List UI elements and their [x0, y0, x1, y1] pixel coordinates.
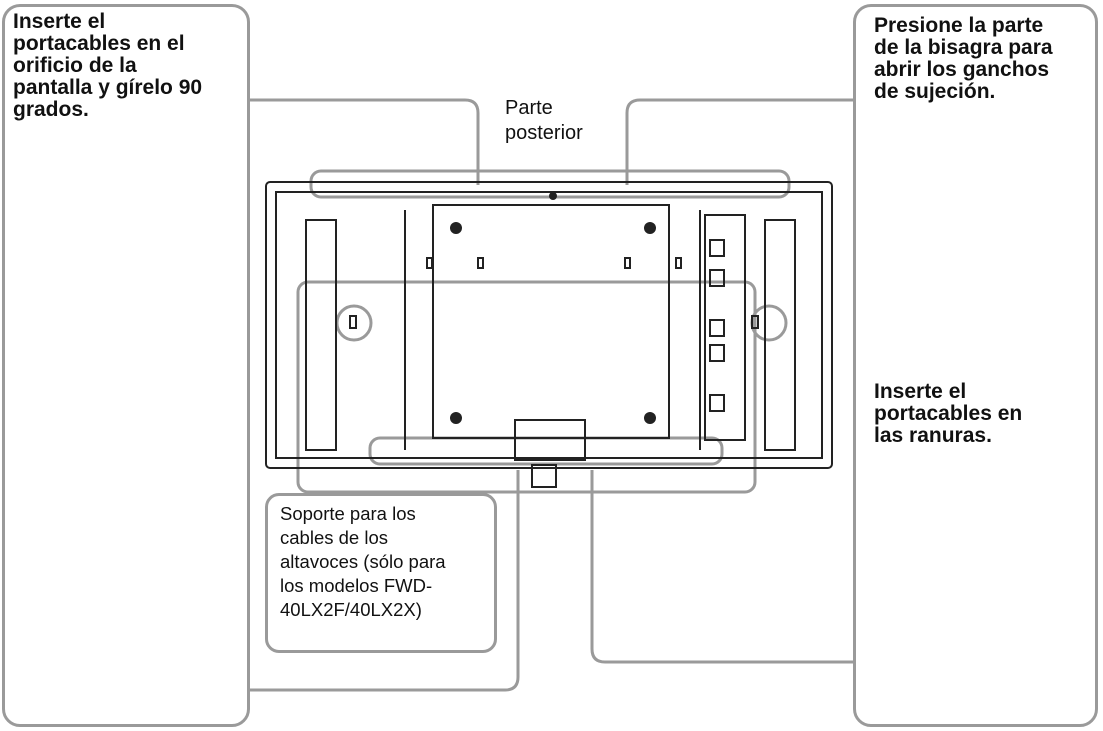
- right-step1-instruction: Presione la parte de la bisagra para abr…: [874, 14, 1053, 103]
- connector-right-bottom: [590, 470, 855, 664]
- tv-left-bracket: [305, 219, 337, 451]
- tv-screws: [450, 192, 656, 424]
- connector-left-top: [248, 98, 480, 185]
- tv-frame: [265, 181, 833, 469]
- tv-cable-stub: [531, 464, 557, 488]
- tv-rear-view: [265, 181, 833, 469]
- connector-right-top: [625, 98, 855, 185]
- right-step2-instruction: Inserte el portacables en las ranuras.: [874, 380, 1023, 447]
- mounting-area-highlight: [296, 280, 757, 494]
- top-rail-highlight: [309, 169, 791, 199]
- tv-center-plate: [432, 204, 670, 439]
- rear-view-label: Parte posterior: [505, 97, 583, 144]
- left-callout-panel: Inserte el portacables en el orificio de…: [2, 4, 250, 727]
- tv-right-bracket: [764, 219, 796, 451]
- left-step-instruction: Inserte el portacables en el orificio de…: [13, 10, 203, 121]
- tv-slots: [349, 239, 759, 488]
- tv-bottom-connector: [514, 419, 586, 461]
- connector-left-bottom: [248, 470, 520, 692]
- holder-label-box: Soporte para los cables de los altavoces…: [265, 493, 497, 653]
- holder-label-text: Soporte para los cables de los altavoces…: [280, 503, 446, 620]
- right-callout-panel: Presione la parte de la bisagra para abr…: [853, 4, 1098, 727]
- tv-inner-frame: [275, 191, 823, 459]
- tv-terminal-panel: [704, 214, 746, 441]
- left-hook-highlight: [335, 304, 373, 342]
